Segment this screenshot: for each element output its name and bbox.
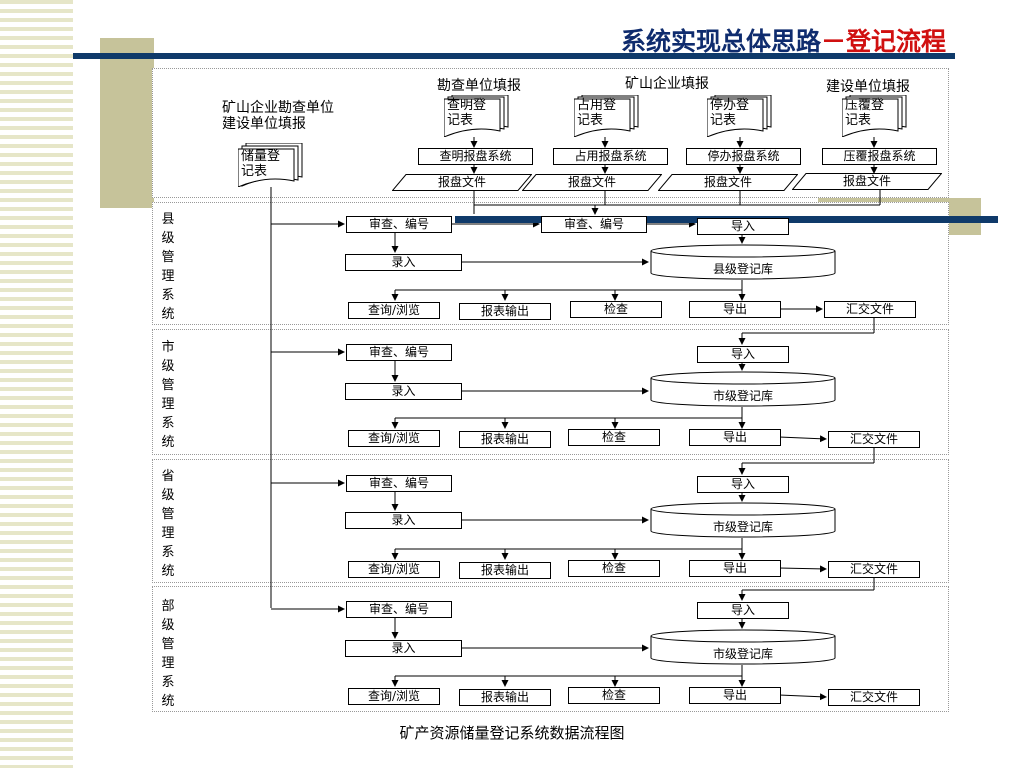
- province-export: 导出: [689, 560, 781, 577]
- doc-text: 查明登记表: [447, 98, 487, 128]
- province-summary-file: 汇交文件: [828, 561, 920, 578]
- province-import: 导入: [697, 476, 789, 493]
- page-title: 系统实现总体思路－登记流程: [621, 22, 946, 58]
- file-occupied: 报盘文件: [522, 174, 662, 191]
- database-label: 市级登记库: [712, 520, 773, 534]
- doc-text: 占用登记表: [577, 98, 617, 128]
- county-export: 导出: [689, 301, 781, 318]
- doc-reserve-registration: 储量登记表: [238, 143, 308, 187]
- county-entry: 录入: [345, 254, 462, 271]
- ministry-database: 市级登记库: [650, 629, 836, 665]
- doc-overlaid: 压覆登记表: [842, 95, 908, 137]
- county-review-2: 审查、编号: [541, 216, 647, 233]
- database-label: 市级登记库: [712, 647, 773, 661]
- label-construction-unit: 建设单位填报: [826, 79, 910, 95]
- province-query: 查询/浏览: [348, 561, 440, 578]
- ministry-review: 审查、编号: [346, 601, 452, 618]
- doc-ascertained: 查明登记表: [444, 95, 510, 137]
- file-label: 报盘文件: [567, 175, 616, 189]
- label-mine-enterprise: 矿山企业填报: [625, 76, 709, 92]
- document-icon: [238, 143, 303, 187]
- doc-text: 压覆登记表: [845, 98, 885, 128]
- ministry-check: 检查: [568, 687, 660, 704]
- county-import: 导入: [697, 218, 789, 235]
- province-entry: 录入: [345, 512, 462, 529]
- ministry-entry: 录入: [345, 640, 462, 657]
- doc-text: 储量登记表: [241, 149, 281, 179]
- file-suspended: 报盘文件: [658, 174, 798, 191]
- county-database: 县级登记库: [650, 244, 836, 280]
- city-check: 检查: [568, 429, 660, 446]
- document-icon: [842, 95, 907, 137]
- diagram-caption: 矿产资源储量登记系统数据流程图: [399, 724, 625, 742]
- province-review: 审查、编号: [346, 475, 452, 492]
- file-label: 报盘文件: [437, 175, 486, 189]
- database-label: 市级登记库: [712, 389, 773, 403]
- connector-line: [778, 693, 827, 701]
- section-label-city: 市级管理系统: [161, 340, 175, 450]
- document-icon: [444, 95, 509, 137]
- ministry-query: 查询/浏览: [348, 688, 440, 705]
- system-ascertained: 查明报盘系统: [418, 148, 533, 165]
- county-summary-file: 汇交文件: [824, 301, 916, 318]
- city-export: 导出: [689, 429, 781, 446]
- province-report: 报表输出: [459, 562, 551, 579]
- system-overlaid: 压覆报盘系统: [822, 148, 937, 165]
- section-label-province: 省级管理系统: [161, 469, 175, 579]
- left-stripe-decoration: [0, 0, 73, 768]
- title-underline-bar: [73, 53, 955, 59]
- file-label: 报盘文件: [842, 174, 891, 188]
- section-label-county: 县级管理系统: [161, 212, 175, 322]
- connector-line: [778, 565, 827, 573]
- file-overlaid: 报盘文件: [792, 173, 942, 190]
- system-suspended: 停办报盘系统: [686, 148, 801, 165]
- ministry-export: 导出: [689, 687, 781, 704]
- doc-suspended: 停办登记表: [707, 95, 773, 137]
- province-database: 市级登记库: [650, 502, 836, 538]
- city-query: 查询/浏览: [348, 430, 440, 447]
- county-check: 检查: [570, 301, 662, 318]
- city-database: 市级登记库: [650, 371, 836, 407]
- title-part2: －登记流程: [820, 27, 946, 56]
- city-summary-file: 汇交文件: [828, 431, 920, 448]
- city-report: 报表输出: [459, 431, 551, 448]
- county-report: 报表输出: [459, 303, 551, 320]
- system-occupied: 占用报盘系统: [553, 148, 668, 165]
- document-icon: [707, 95, 772, 137]
- document-icon: [574, 95, 639, 137]
- database-label: 县级登记库: [712, 262, 773, 276]
- file-ascertained: 报盘文件: [392, 174, 532, 191]
- city-import: 导入: [697, 346, 789, 363]
- file-label: 报盘文件: [703, 175, 752, 189]
- city-entry: 录入: [345, 383, 462, 400]
- olive-block-top-left: [100, 38, 154, 208]
- doc-text: 停办登记表: [710, 98, 750, 128]
- label-left-submitters: 矿山企业勘查单位建设单位填报: [222, 100, 334, 132]
- province-check: 检查: [568, 560, 660, 577]
- ministry-summary-file: 汇交文件: [828, 689, 920, 706]
- county-query: 查询/浏览: [348, 302, 440, 319]
- connector-line: [778, 435, 827, 443]
- city-review: 审查、编号: [346, 344, 452, 361]
- ministry-report: 报表输出: [459, 689, 551, 706]
- title-part1: 系统实现总体思路: [620, 27, 821, 56]
- ministry-import: 导入: [697, 602, 789, 619]
- doc-occupied: 占用登记表: [574, 95, 640, 137]
- label-survey-unit: 勘查单位填报: [437, 78, 521, 94]
- county-review: 审查、编号: [346, 216, 452, 233]
- section-label-ministry: 部级管理系统: [161, 599, 175, 709]
